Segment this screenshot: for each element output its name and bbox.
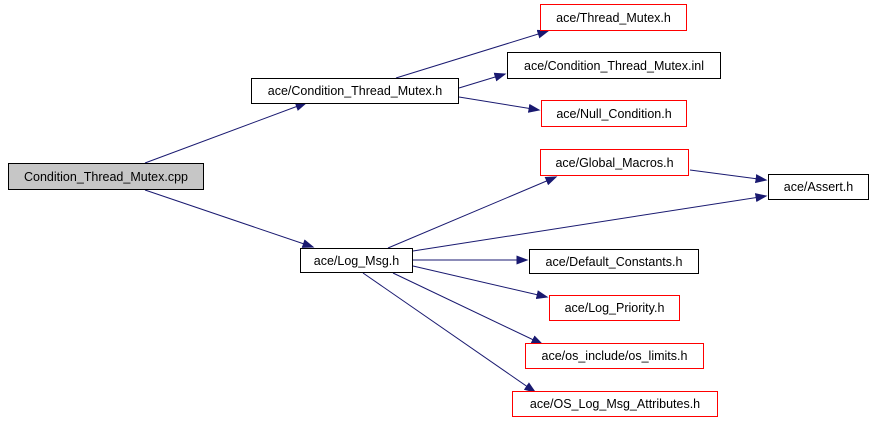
graph-edge-log-msg-h-to-log-priority-h — [412, 265, 549, 300]
graph-edge-log-msg-h-to-os-include-os-limits-h — [392, 272, 544, 345]
graph-edge-condition-thread-mutex-h-to-condition-thread-mutex-inl — [458, 72, 507, 89]
graph-node-condition-thread-mutex-h[interactable]: ace/Condition_Thread_Mutex.h — [251, 78, 459, 104]
graph-node-condition-thread-mutex-inl[interactable]: ace/Condition_Thread_Mutex.inl — [507, 52, 721, 79]
graph-node-log-priority-h[interactable]: ace/Log_Priority.h — [549, 295, 680, 321]
graph-edge-condition-thread-mutex-cpp-to-log-msg-h — [144, 189, 315, 248]
graph-node-log-msg-h[interactable]: ace/Log_Msg.h — [300, 248, 413, 273]
graph-edge-condition-thread-mutex-h-to-null-condition-h — [458, 96, 541, 113]
graph-edge-condition-thread-mutex-h-to-thread-mutex-h — [395, 29, 550, 79]
graph-edge-condition-thread-mutex-cpp-to-condition-thread-mutex-h — [144, 102, 308, 164]
graph-edge-global-macros-h-to-assert-h — [689, 169, 768, 184]
graph-edge-log-msg-h-to-os-log-msg-attributes-h — [362, 272, 537, 393]
graph-node-assert-h[interactable]: ace/Assert.h — [768, 174, 869, 200]
graph-node-global-macros-h[interactable]: ace/Global_Macros.h — [540, 149, 689, 176]
graph-node-default-constants-h[interactable]: ace/Default_Constants.h — [529, 249, 699, 274]
graph-node-null-condition-h[interactable]: ace/Null_Condition.h — [541, 100, 687, 127]
graph-node-os-include-os-limits-h[interactable]: ace/os_include/os_limits.h — [525, 343, 704, 369]
graph-node-condition-thread-mutex-cpp[interactable]: Condition_Thread_Mutex.cpp — [8, 163, 204, 190]
graph-edge-log-msg-h-to-global-macros-h — [387, 176, 558, 249]
graph-node-os-log-msg-attributes-h[interactable]: ace/OS_Log_Msg_Attributes.h — [512, 391, 718, 417]
graph-edge-log-msg-h-to-assert-h — [412, 193, 768, 252]
graph-node-thread-mutex-h[interactable]: ace/Thread_Mutex.h — [540, 4, 687, 31]
